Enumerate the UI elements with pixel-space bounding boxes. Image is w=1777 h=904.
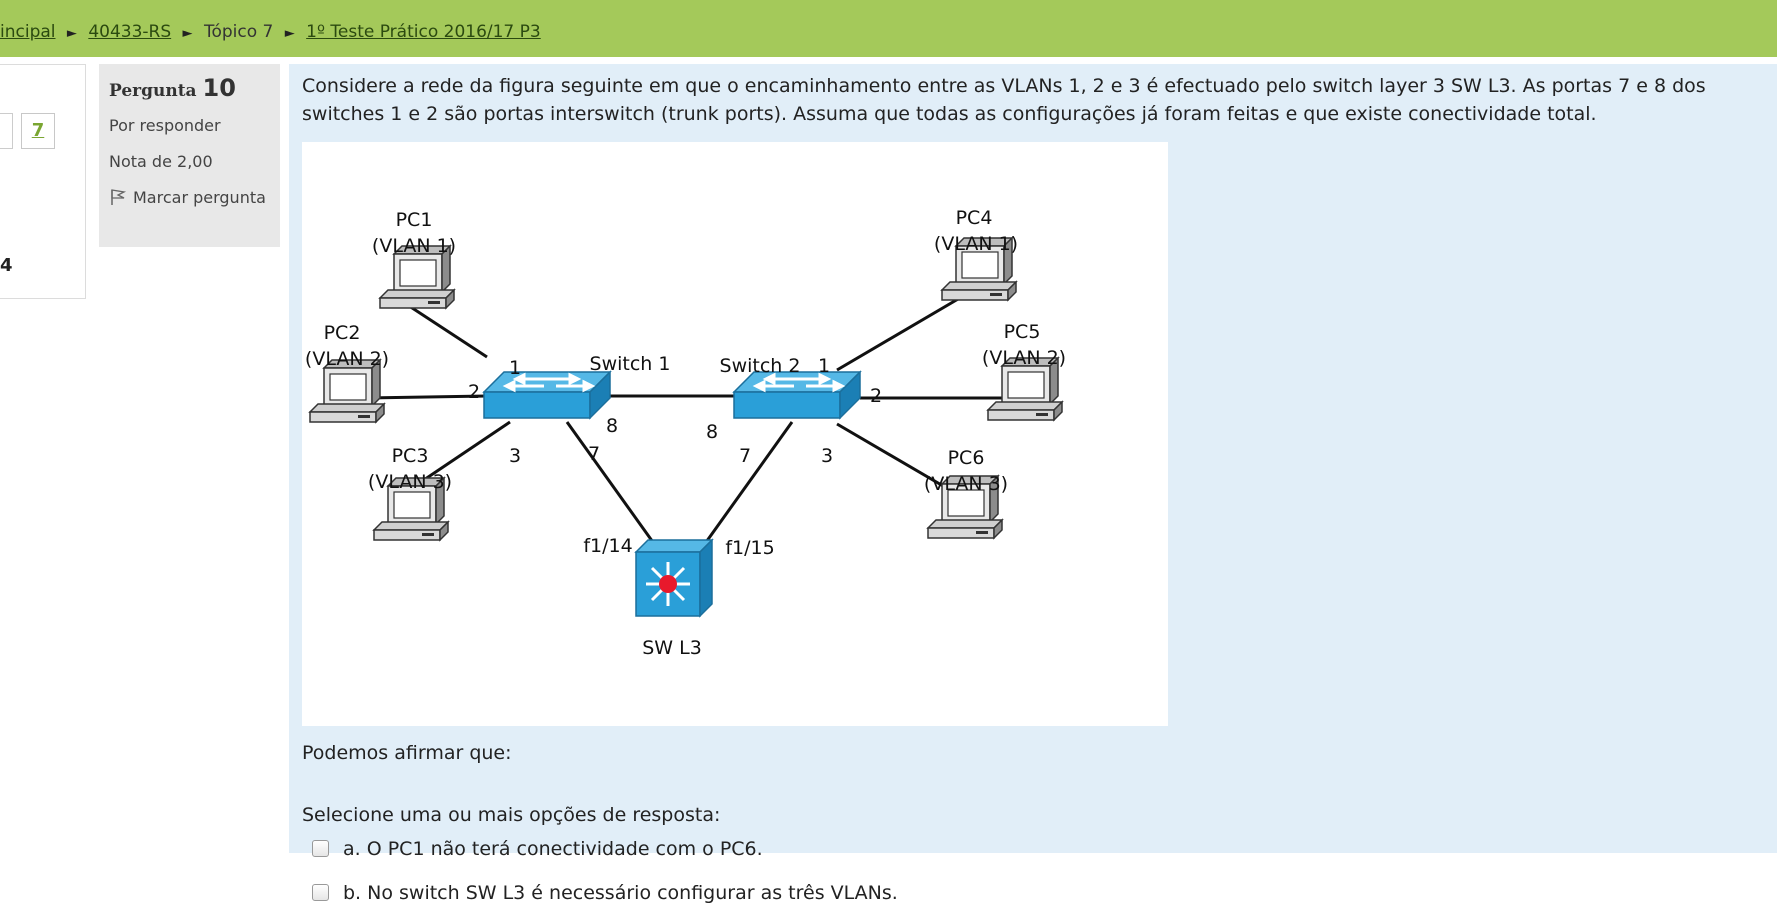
switch2-icon: [732, 370, 862, 420]
switch2-port1: 1: [818, 355, 830, 377]
answer-b-checkbox[interactable]: [312, 884, 329, 901]
question-number-value: 10: [202, 74, 236, 102]
breadcrumb-separator-icon: ►: [182, 26, 193, 41]
quiz-navigation-panel: 7 4: [0, 64, 86, 299]
switch1-port8: 8: [606, 415, 618, 437]
link-pc2-switch1: [369, 394, 488, 400]
switch1-port3: 3: [509, 445, 521, 467]
switch1-port7: 7: [588, 443, 600, 465]
quiz-nav-number: 4: [0, 255, 13, 276]
switch2-port2: 2: [870, 385, 882, 407]
switch2-port3: 3: [821, 445, 833, 467]
link-switch2-swl3: [697, 421, 794, 553]
network-diagram: PC1 (VLAN 1) PC2 (VLAN 2) PC3 (VLAN 3) P…: [302, 142, 1168, 726]
switch2-label: Switch 2: [720, 355, 801, 377]
quiz-nav-button-partial[interactable]: [0, 113, 13, 149]
link-switch2-pc4: [836, 290, 971, 372]
answer-instructions: Selecione uma ou mais opções de resposta…: [302, 804, 721, 826]
switch2-port8: 8: [706, 421, 718, 443]
pc1-name: PC1: [396, 209, 433, 231]
question-info-box: Pergunta 10 Por responder Nota de 2,00 M…: [99, 64, 280, 247]
question-label: Pergunta: [109, 81, 197, 101]
quiz-nav-button[interactable]: 7: [21, 113, 55, 149]
question-state: Por responder: [109, 116, 221, 135]
pc2-name: PC2: [324, 322, 361, 344]
question-text-line2: switches 1 e 2 são portas interswitch (t…: [302, 103, 1597, 125]
link-switch2-pc6: [836, 422, 963, 499]
pc5-name: PC5: [1004, 321, 1041, 343]
sw-l3-label: SW L3: [642, 637, 702, 659]
pc3-vlan: (VLAN 3): [368, 471, 452, 493]
sw-l3-port-f1-14: f1/14: [583, 535, 632, 557]
breadcrumb-separator-icon: ►: [284, 26, 295, 41]
switch1-label: Switch 1: [590, 353, 671, 375]
flag-icon: [111, 189, 127, 205]
sw-l3-port-f1-15: f1/15: [725, 537, 774, 559]
switch1-port2: 2: [468, 381, 480, 403]
answer-option-a[interactable]: a. O PC1 não terá conectividade com o PC…: [312, 838, 763, 860]
pc6-vlan: (VLAN 3): [924, 473, 1008, 495]
breadcrumb-quiz-link[interactable]: 1º Teste Prático 2016/17 P3: [306, 22, 541, 42]
breadcrumb-home-link[interactable]: incipal: [0, 22, 56, 42]
breadcrumb-separator-icon: ►: [66, 26, 77, 41]
pc5-vlan: (VLAN 2): [982, 347, 1066, 369]
switch1-port1: 1: [509, 357, 521, 379]
network-diagram-svg: PC1 (VLAN 1) PC2 (VLAN 2) PC3 (VLAN 3) P…: [305, 207, 1066, 659]
pc4-vlan: (VLAN 1): [934, 233, 1018, 255]
link-pc1-switch1: [399, 298, 488, 359]
switch1-icon: [482, 370, 612, 420]
answer-a-checkbox[interactable]: [312, 840, 329, 857]
header-bar: [0, 0, 1777, 57]
pc3-name: PC3: [392, 445, 429, 467]
flag-question-button[interactable]: Marcar pergunta: [109, 188, 269, 208]
switch2-port7: 7: [739, 445, 751, 467]
question-content: Considere a rede da figura seguinte em q…: [289, 64, 1777, 904]
question-prompt: Podemos afirmar que:: [302, 742, 512, 764]
pc4-name: PC4: [956, 207, 993, 229]
pc1-vlan: (VLAN 1): [372, 235, 456, 257]
answer-option-b[interactable]: b. No switch SW L3 é necessário configur…: [312, 882, 898, 904]
breadcrumb-topic: Tópico 7: [203, 22, 274, 42]
pc2-vlan: (VLAN 2): [305, 348, 389, 370]
answer-b-label[interactable]: b. No switch SW L3 é necessário configur…: [343, 882, 898, 904]
question-number: Pergunta 10: [109, 74, 236, 102]
pc6-name: PC6: [948, 447, 985, 469]
breadcrumb: incipal ► 40433-RS ► Tópico 7 ► 1º Teste…: [0, 22, 541, 46]
question-grade: Nota de 2,00: [109, 152, 213, 171]
answer-a-label[interactable]: a. O PC1 não terá conectividade com o PC…: [343, 838, 763, 860]
question-text-line1: Considere a rede da figura seguinte em q…: [302, 75, 1706, 97]
link-switch1-swl3: [565, 421, 662, 553]
question-text: Considere a rede da figura seguinte em q…: [302, 72, 1777, 128]
sw-l3-icon: [634, 538, 714, 618]
breadcrumb-course-link[interactable]: 40433-RS: [88, 22, 172, 42]
flag-question-label: Marcar pergunta: [133, 188, 266, 207]
